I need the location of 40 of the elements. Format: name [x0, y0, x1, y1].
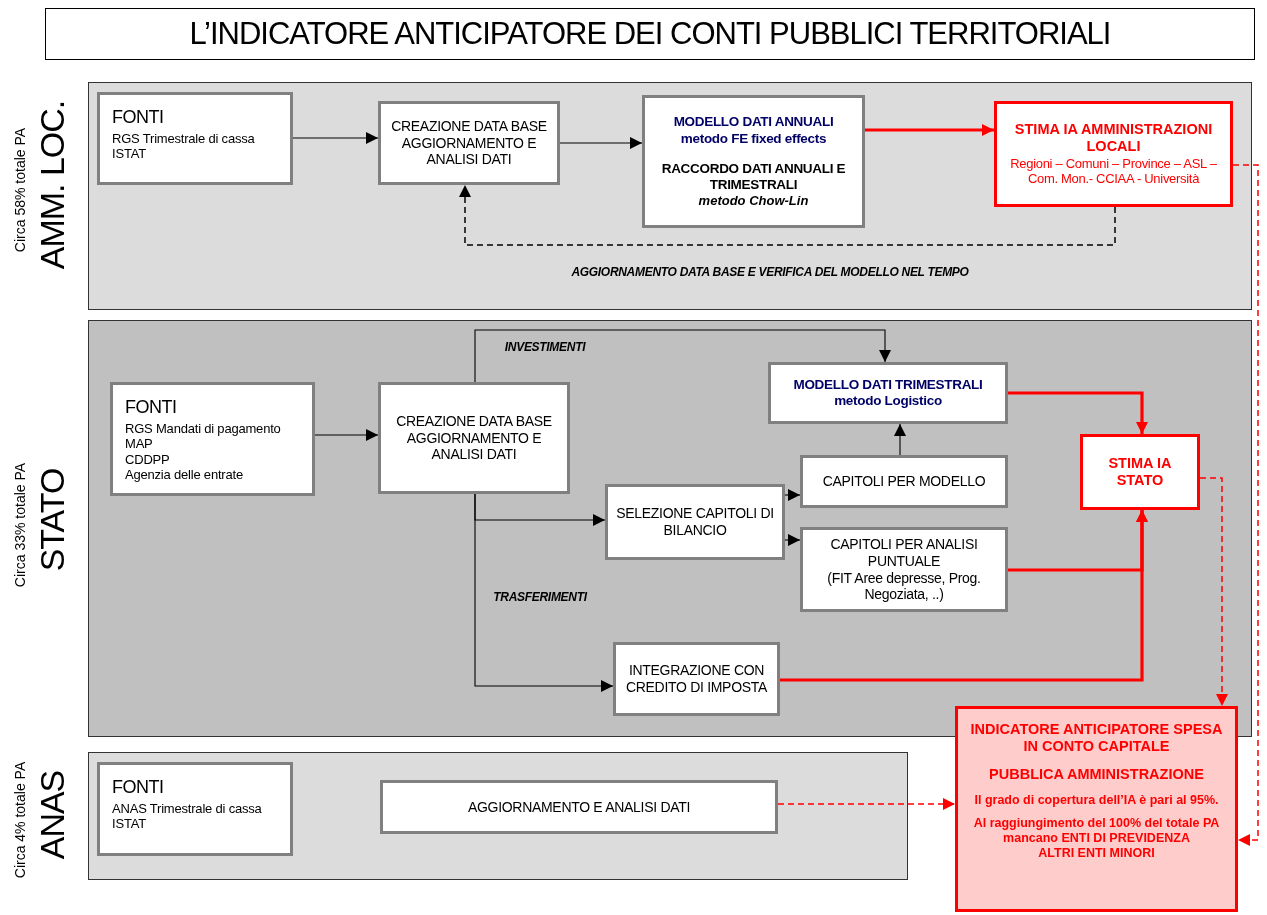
- arrow: [314, 429, 379, 441]
- process-box: CREAZIONE DATA BASE AGGIORNAMENTO E ANALISI DATI: [378, 101, 560, 185]
- model-box: MODELLO DATI ANNUALI metodo FE fixed effects RACCORDO DATI ANNUALI E TRIMESTRALI metodo Chow-Lin: [642, 95, 865, 228]
- lane-share-note: Circa 58% totale PA: [12, 127, 28, 253]
- arrow: [1008, 391, 1148, 434]
- model-box: MODELLO DATI TRIMESTRALI metodo Logistico: [768, 362, 1008, 424]
- process-box: AGGIORNAMENTO E ANALISI DATI: [380, 780, 778, 834]
- estimate-box: STIMA IA AMMINISTRAZIONI LOCALI Regioni – Comuni – Province – ASL – Com. Mon.- CCIAA - Università: [994, 101, 1233, 207]
- arrow: [474, 493, 614, 692]
- swimlane-band: [88, 320, 1252, 737]
- dashed-arrow: [459, 184, 1116, 246]
- arrow: [780, 510, 1148, 682]
- lane-title: ANAS: [32, 770, 72, 860]
- source-box: FONTI ANAS Trimestrale di cassa ISTAT: [97, 762, 293, 856]
- arrow: [865, 124, 994, 136]
- arrow: [292, 132, 379, 144]
- arrow: [559, 137, 643, 149]
- source-box: FONTI RGS Trimestrale di cassa ISTAT: [97, 92, 293, 185]
- process-box: INTEGRAZIONE CON CREDITO DI IMPOSTA: [613, 642, 780, 716]
- swimlane-band: [88, 82, 1252, 310]
- arrow: [894, 423, 906, 456]
- diagram-title: L’INDICATORE ANTICIPATORE DEI CONTI PUBBLICI TERRITORIALI: [45, 8, 1255, 60]
- arrow: [784, 534, 801, 546]
- dashed-arrow: [777, 798, 956, 810]
- swimlane-band: [88, 752, 908, 880]
- lane-share-note: Circa 4% totale PA: [12, 761, 28, 879]
- source-box: FONTI RGS Mandati di pagamento MAP CDDPP Agenzia delle entrate: [110, 382, 315, 496]
- arrow: [474, 329, 891, 383]
- arrow: [784, 489, 801, 501]
- process-box: CREAZIONE DATA BASE AGGIORNAMENTO E ANALISI DATI: [378, 382, 570, 494]
- lane-title: AMM. LOC.: [32, 100, 72, 270]
- process-box: CAPITOLI PER ANALISI PUNTUALE (FIT Aree depresse, Prog. Negoziata, ..): [800, 527, 1008, 612]
- estimate-box: STIMA IA STATO: [1080, 434, 1200, 510]
- lane-title: STATO: [32, 468, 72, 572]
- process-box: SELEZIONE CAPITOLI DI BILANCIO: [605, 484, 785, 560]
- dashed-arrow: [1199, 477, 1228, 707]
- lane-share-note: Circa 33% totale PA: [12, 462, 28, 588]
- process-box: CAPITOLI PER MODELLO: [800, 455, 1008, 508]
- dashed-arrow: [1232, 164, 1259, 846]
- indicator-box: INDICATORE ANTICIPATORE SPESA IN CONTO CAPITALE PUBBLICA AMMINISTRAZIONE Il grado di copertura dell’IA è pari al 95%. Al raggiungimento del 100% del totale PA mancano ENTI DI PREVIDENZA ALTRI ENTI MINORI: [955, 706, 1238, 912]
